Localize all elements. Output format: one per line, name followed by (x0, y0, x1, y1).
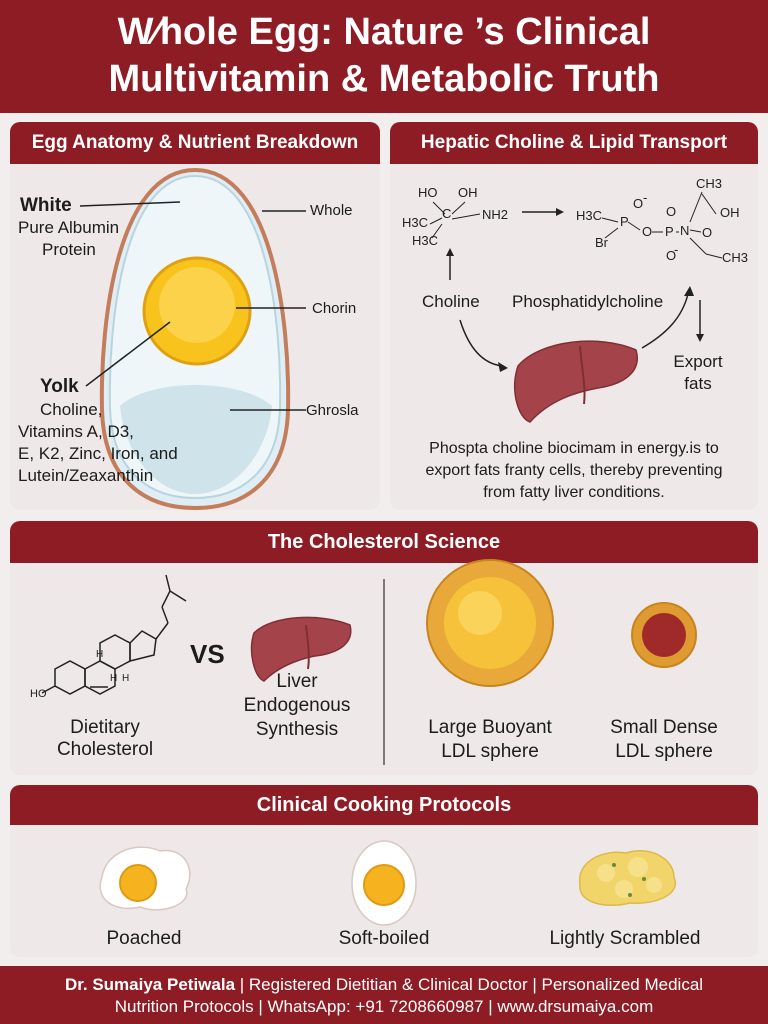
svg-text:O: O (666, 248, 676, 263)
small-ldl-label-1: Small Dense (610, 717, 718, 738)
svg-text:N: N (680, 223, 689, 238)
svg-text:H: H (122, 673, 129, 684)
footer-credentials: | Registered Dietitian & Clinical Doctor… (235, 975, 704, 994)
choline-structure: HO OH H3C C NH2 H3C (402, 185, 508, 248)
yolk-desc-3: E, K2, Zinc, Iron, and (18, 444, 178, 463)
svg-text:H3C: H3C (412, 233, 438, 248)
label-export-1: Export (673, 352, 723, 371)
liver-icon-small (250, 616, 352, 682)
svg-text:H3C: H3C (402, 215, 428, 230)
svg-text:-: - (643, 190, 647, 205)
svg-text:-: - (674, 242, 678, 257)
cholesterol-diagram: HO HH H (30, 559, 697, 765)
label-export-2: fats (684, 374, 712, 393)
label-phosphatidylcholine: Phosphatidylcholine (512, 292, 664, 311)
footer-line-2: Nutrition Protocols | WhatsApp: +91 7208… (114, 997, 654, 1016)
liver-icon (514, 340, 638, 423)
svg-text:CH3: CH3 (722, 250, 748, 265)
vs-label: VS (190, 639, 225, 669)
liver-synthesis-label-1: Liver (276, 671, 318, 692)
cooking-item-soft-boiled: Soft-boiled (338, 928, 430, 949)
svg-text:HO: HO (418, 185, 438, 200)
page-title-line-2: Multivitamin & Metabolic Truth (108, 58, 660, 100)
yolk-desc-1: Choline, (40, 400, 103, 419)
svg-text:OH: OH (720, 205, 740, 220)
small-ldl-label-2: LDL sphere (615, 741, 713, 762)
yolk-desc-4: Lutein/Zeaxanthin (18, 466, 154, 485)
hepatic-panel: Hepatic Choline & Lipid Transport HO OH H… (390, 122, 758, 510)
cooking-panel-title: Clinical Cooking Protocols (10, 785, 758, 825)
page-title-line-1: W⁄hole Egg: Nature ’s Clinical (117, 11, 651, 53)
svg-text:NH2: NH2 (482, 207, 508, 222)
yolk-inner (159, 267, 235, 343)
page-header: W⁄hole Egg: Nature ’s Clinical Multivita… (0, 0, 768, 113)
svg-text:O: O (633, 196, 643, 211)
svg-text:P: P (665, 224, 674, 239)
hepatic-panel-title: Hepatic Choline & Lipid Transport (390, 122, 758, 164)
cooking-panel: Clinical Cooking Protocols Poached Soft-… (10, 785, 758, 957)
anatomy-panel-title: Egg Anatomy & Nutrient Breakdown (10, 122, 380, 164)
large-ldl-label-1: Large Buoyant (428, 717, 552, 738)
soft-boiled-egg-icon (351, 840, 417, 926)
liver-synthesis-label-3: Synthesis (255, 719, 339, 740)
svg-text:O: O (702, 225, 712, 240)
svg-text:OH: OH (458, 185, 478, 200)
anatomy-panel: Egg Anatomy & Nutrient Breakdown White P… (10, 122, 380, 510)
yolk-heading: Yolk (40, 376, 79, 397)
cholesterol-panel-title: The Cholesterol Science (10, 521, 758, 563)
cooking-icons (99, 840, 677, 926)
yolk-desc-2: Vitamins A, D3, (18, 422, 134, 441)
poached-egg-icon (99, 846, 191, 911)
scrambled-egg-icon (579, 849, 677, 906)
hepatic-desc-2: export fats franty cells, thereby preven… (425, 462, 723, 479)
label-whole: Whole (310, 202, 353, 219)
doctor-name: Dr. Sumaiya Petiwala (64, 975, 236, 994)
label-chorin: Chorin (312, 300, 357, 317)
hepatic-desc-1: Phospta choline biocimam in energy.is to (429, 440, 719, 457)
white-desc-2: Protein (42, 240, 96, 259)
svg-text:H3C: H3C (576, 208, 602, 223)
svg-text:CH3: CH3 (696, 176, 722, 191)
label-choline: Choline (422, 292, 480, 311)
large-ldl-label-2: LDL sphere (441, 741, 539, 762)
svg-text:H: H (110, 673, 117, 684)
cooking-item-poached: Poached (106, 928, 182, 949)
svg-text:Br: Br (595, 235, 609, 250)
liver-synthesis-label-2: Endogenous (243, 695, 351, 716)
label-ghrosla: Ghrosla (306, 402, 359, 419)
svg-text:C: C (442, 206, 451, 221)
footer: Dr. Sumaiya Petiwala | Registered Dietit… (0, 966, 768, 1024)
dietary-label-1: Dietitary (70, 717, 140, 738)
svg-text:P: P (620, 214, 629, 229)
cholesterol-molecule-icon (41, 574, 187, 695)
svg-text:HO: HO (30, 688, 47, 700)
footer-line-1: Dr. Sumaiya Petiwala | Registered Dietit… (0, 975, 768, 995)
cooking-item-lightly-scrambled: Lightly Scrambled (549, 928, 701, 949)
svg-text:O: O (666, 204, 676, 219)
svg-text:O: O (642, 224, 652, 239)
egg-diagram (79, 167, 306, 510)
dietary-label-2: Cholesterol (56, 739, 154, 760)
white-heading: White (20, 195, 72, 216)
white-desc-1: Pure Albumin (18, 218, 120, 237)
hepatic-desc-3: from fatty liver conditions. (483, 484, 665, 501)
svg-text:H: H (96, 649, 103, 660)
air-cell (120, 385, 272, 494)
